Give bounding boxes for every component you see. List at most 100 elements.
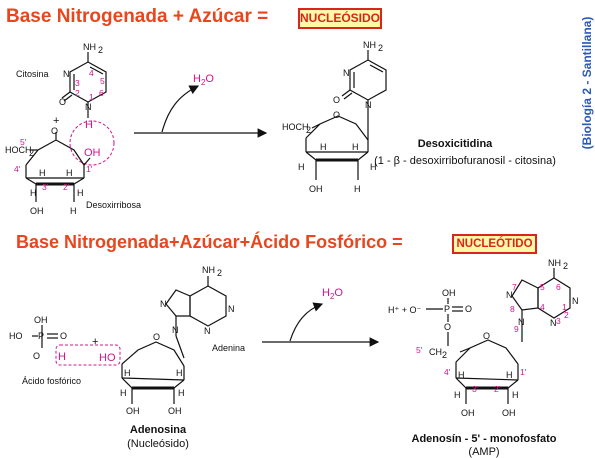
reactant2-name: Adenosina	[130, 424, 187, 436]
svg-text:OH: OH	[34, 315, 48, 325]
cytosine-label: Citosina	[16, 69, 49, 79]
svg-text:P: P	[444, 304, 450, 314]
svg-text:4: 4	[540, 302, 545, 312]
svg-text:N: N	[160, 299, 167, 309]
phosphoric-acid-structure	[32, 325, 58, 348]
svg-text:OH: OH	[168, 406, 182, 416]
cytosine-structure	[61, 52, 107, 118]
svg-text:N: N	[85, 102, 92, 112]
svg-text:OH: OH	[461, 408, 475, 418]
svg-text:5': 5'	[20, 137, 27, 147]
nucleoside-badge: NUCLEÓSIDO	[298, 8, 382, 29]
svg-text:5: 5	[540, 282, 545, 292]
svg-text:H: H	[352, 142, 359, 152]
svg-text:O: O	[33, 351, 40, 361]
svg-text:N: N	[506, 290, 513, 300]
svg-text:2': 2'	[63, 182, 70, 192]
svg-text:3: 3	[556, 316, 561, 326]
svg-text:2: 2	[217, 268, 222, 278]
svg-text:H: H	[320, 142, 327, 152]
deoxyribose-structure	[25, 132, 91, 202]
svg-text:OH: OH	[309, 184, 323, 194]
svg-text:1: 1	[562, 302, 567, 312]
svg-text:4': 4'	[14, 164, 21, 174]
condensation-box	[55, 344, 121, 366]
svg-text:2: 2	[29, 148, 34, 158]
svg-text:H: H	[454, 390, 461, 400]
svg-text:2: 2	[564, 310, 569, 320]
svg-text:HOCH: HOCH	[5, 145, 32, 155]
svg-text:HO: HO	[9, 331, 23, 341]
svg-text:H: H	[58, 351, 66, 363]
product2-name: Adenosín - 5' - monofosfato	[412, 433, 557, 445]
svg-text:H: H	[120, 388, 127, 398]
svg-text:1': 1'	[520, 367, 527, 377]
svg-text:9: 9	[514, 324, 519, 334]
svg-text:H: H	[370, 162, 377, 172]
svg-text:OH: OH	[84, 147, 101, 159]
svg-text:N: N	[228, 304, 235, 314]
svg-text:N: N	[343, 68, 350, 78]
water-release-arrow-2	[289, 302, 324, 342]
svg-text:6: 6	[99, 88, 104, 98]
svg-text:NH: NH	[202, 265, 215, 275]
svg-text:2': 2'	[494, 384, 501, 394]
svg-text:N: N	[204, 326, 211, 336]
svg-text:NH: NH	[548, 258, 561, 268]
svg-text:O: O	[60, 331, 67, 341]
reactant2-sub: (Nucleósido)	[127, 438, 189, 450]
svg-text:2: 2	[75, 88, 80, 98]
svg-text:O: O	[465, 304, 472, 314]
svg-text:O: O	[333, 110, 340, 120]
svg-text:H: H	[178, 388, 185, 398]
svg-text:2: 2	[563, 261, 568, 271]
svg-text:N: N	[63, 69, 70, 79]
svg-text:H: H	[30, 188, 37, 198]
water-elimination-ring	[69, 120, 115, 166]
svg-text:P: P	[38, 331, 44, 341]
svg-text:1': 1'	[86, 164, 93, 174]
svg-text:N: N	[550, 318, 557, 328]
svg-text:2: 2	[98, 45, 103, 55]
svg-text:NH: NH	[363, 40, 376, 50]
amp-structure	[426, 268, 571, 404]
svg-text:OH: OH	[502, 408, 516, 418]
svg-text:H: H	[512, 390, 519, 400]
adenine-label: Adenina	[212, 343, 245, 353]
svg-text:3': 3'	[42, 182, 49, 192]
svg-text:H: H	[298, 162, 305, 172]
svg-text:2: 2	[306, 125, 311, 135]
svg-text:4: 4	[89, 68, 94, 78]
svg-text:2: 2	[442, 350, 447, 360]
deoxycytidine-structure	[305, 50, 387, 180]
svg-text:H: H	[66, 168, 73, 178]
svg-text:H: H	[506, 370, 513, 380]
svg-text:3: 3	[75, 78, 80, 88]
phosphoric-label: Ácido fosfórico	[22, 376, 81, 386]
svg-text:1: 1	[89, 92, 94, 102]
svg-text:H: H	[70, 206, 77, 216]
svg-text:OH: OH	[126, 406, 140, 416]
svg-text:CH: CH	[429, 347, 442, 357]
svg-text:HOCH: HOCH	[282, 122, 309, 132]
svg-text:N: N	[572, 296, 579, 306]
svg-text:O: O	[153, 332, 160, 342]
deoxyribose-label: Desoxirribosa	[86, 200, 141, 210]
svg-text:3': 3'	[472, 384, 479, 394]
svg-text:H: H	[176, 368, 183, 378]
water-release-arrow-1	[161, 85, 200, 133]
svg-text:OH: OH	[30, 206, 44, 216]
svg-text:O: O	[444, 322, 451, 332]
svg-text:HO: HO	[99, 352, 116, 364]
nucleotide-badge: NUCLEÓTIDO	[452, 234, 537, 254]
svg-text:2: 2	[378, 43, 383, 53]
svg-text:N: N	[518, 317, 525, 327]
section1-title: Base Nitrogenada + Azúcar =	[6, 6, 269, 27]
svg-text:7: 7	[512, 282, 517, 292]
svg-text:6: 6	[556, 282, 561, 292]
svg-text:5: 5	[100, 76, 105, 86]
section2-title: Base Nitrogenada+Azúcar+Ácido Fosfórico …	[16, 232, 403, 252]
svg-text:+: +	[92, 336, 98, 348]
ions: H⁺ + O⁻	[388, 305, 422, 315]
svg-text:4': 4'	[444, 367, 451, 377]
